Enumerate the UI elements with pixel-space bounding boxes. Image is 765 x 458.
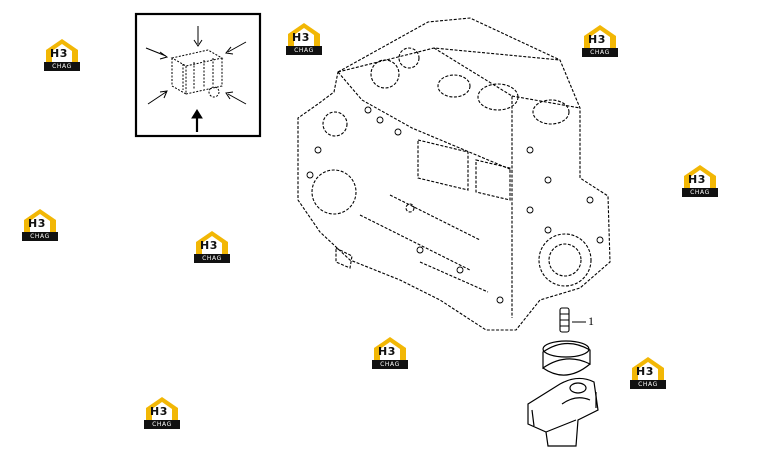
house-icon <box>46 39 78 63</box>
house-icon <box>196 231 228 255</box>
watermark-sub-text: CHAG <box>44 62 80 71</box>
watermark-logo-text: H3 <box>688 173 706 186</box>
part-bolt <box>559 307 570 333</box>
watermark-logo-text: H3 <box>50 47 68 60</box>
house-icon <box>584 25 616 49</box>
inset-arrows <box>145 26 247 132</box>
watermark-sub-text: CHAG <box>372 360 408 369</box>
watermark-logo: H3 CHAG <box>582 24 618 58</box>
watermark-sub-text: CHAG <box>144 420 180 429</box>
engine-block-bolt-holes <box>306 106 604 304</box>
watermark-logo-text: H3 <box>28 217 46 230</box>
house-icon <box>146 397 178 421</box>
house-icon <box>288 23 320 47</box>
watermark-sub-text: CHAG <box>22 232 58 241</box>
watermark-logo: H3 CHAG <box>194 230 230 264</box>
watermark-logo: H3 CHAG <box>630 356 666 390</box>
watermark-logo: H3 CHAG <box>44 38 80 72</box>
watermark-sub-text: CHAG <box>194 254 230 263</box>
watermark-logo-text: H3 <box>378 345 396 358</box>
inset-block-illustration <box>170 49 224 98</box>
inset-frame <box>134 12 262 138</box>
watermark-sub-text: CHAG <box>286 46 322 55</box>
house-icon <box>374 337 406 361</box>
watermark-sub-text: CHAG <box>582 48 618 57</box>
part-bearing-shell <box>542 340 591 376</box>
watermark-logo: H3 CHAG <box>682 164 718 198</box>
engine-block <box>297 17 611 331</box>
house-icon <box>24 209 56 233</box>
house-icon <box>632 357 664 381</box>
callout-label-1: 1 <box>588 314 594 328</box>
watermark-logo-text: H3 <box>200 239 218 252</box>
watermark-logo-text: H3 <box>150 405 168 418</box>
part-bearing-cap <box>527 377 599 447</box>
watermark-logo: H3 CHAG <box>144 396 180 430</box>
watermark-logo-text: H3 <box>636 365 654 378</box>
watermark-logo: H3 CHAG <box>286 22 322 56</box>
watermark-logo: H3 CHAG <box>22 208 58 242</box>
watermark-logo: H3 CHAG <box>372 336 408 370</box>
house-icon <box>684 165 716 189</box>
watermark-sub-text: CHAG <box>630 380 666 389</box>
watermark-logo-text: H3 <box>588 33 606 46</box>
watermark-sub-text: CHAG <box>682 188 718 197</box>
watermark-logo-text: H3 <box>292 31 310 44</box>
